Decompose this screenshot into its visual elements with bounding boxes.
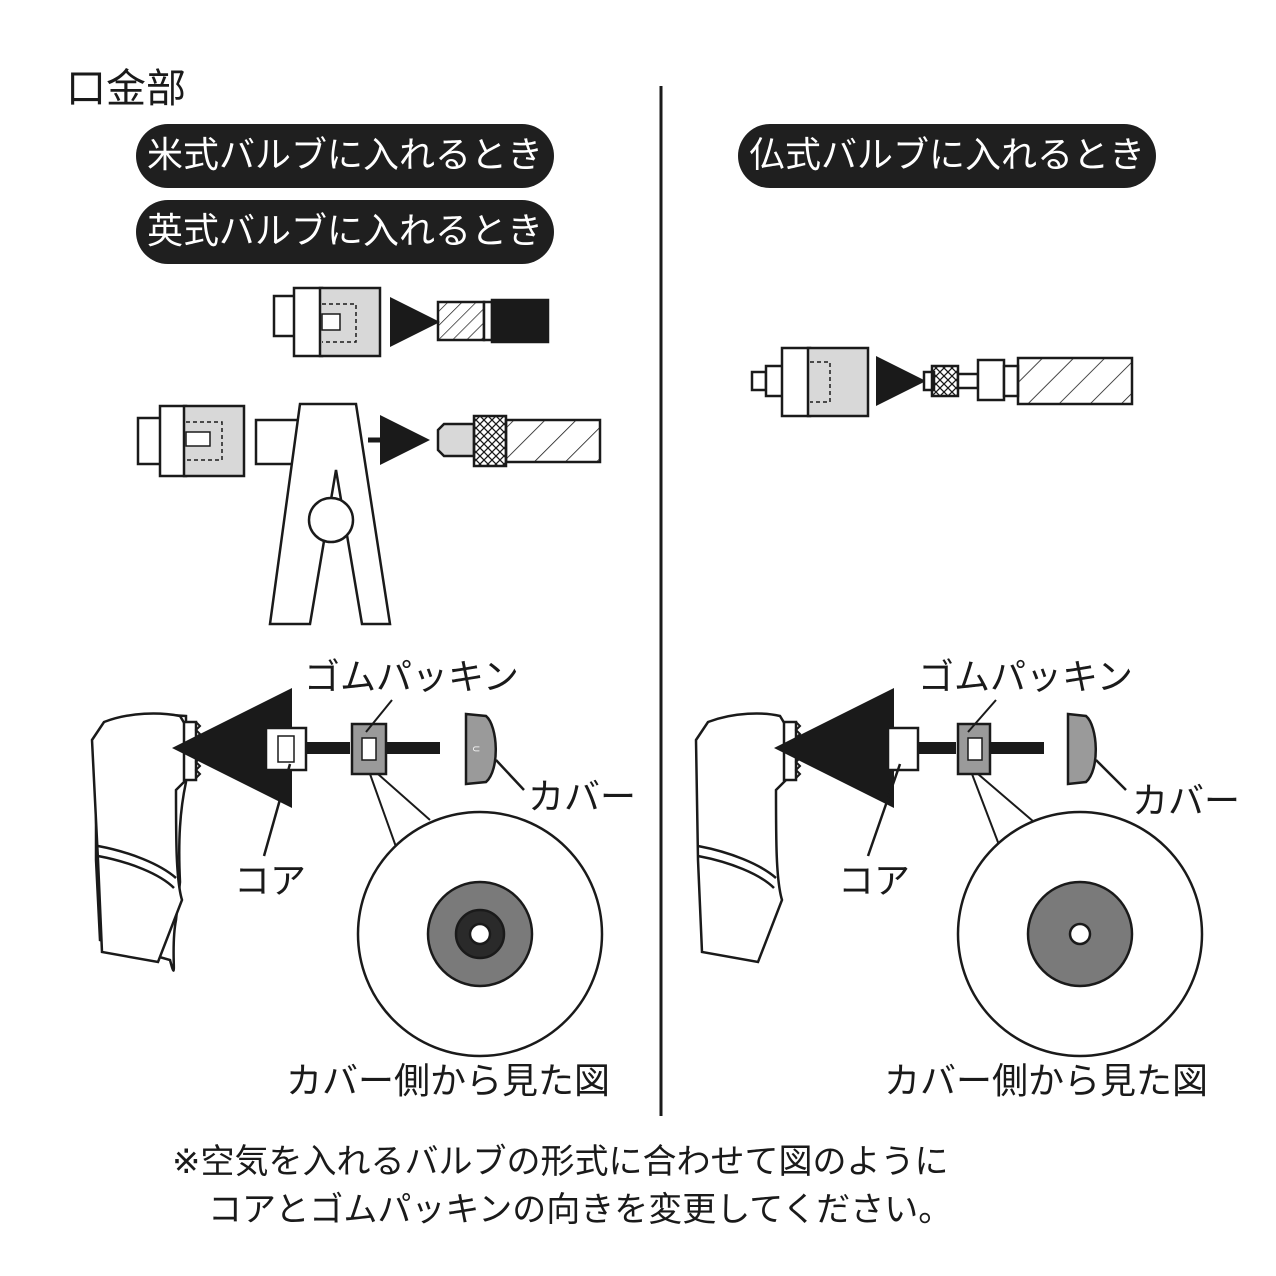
pill-us-valve: 米式バルブに入れるとき xyxy=(136,124,554,188)
label-right-cover: カバー xyxy=(1132,781,1241,822)
fr-adapter-illustration xyxy=(750,346,1134,418)
label-right-packing: ゴムパッキン xyxy=(918,657,1133,698)
label-right-core: コア xyxy=(838,861,911,902)
label-left-core: コア xyxy=(234,861,307,902)
instruction-note-line1: ※空気を入れるバルブの形式に合わせて図のように xyxy=(172,1142,949,1182)
pill-fr-valve: 仏式バルブに入れるとき xyxy=(738,124,1156,188)
pill-uk-valve: 英式バルブに入れるとき xyxy=(136,200,554,264)
left-core-and-packing: ⊂ xyxy=(172,688,604,1058)
label-left-cover: カバー xyxy=(528,777,637,818)
svg-text:⊂: ⊂ xyxy=(472,744,480,755)
right-core-and-packing xyxy=(774,688,1204,1058)
left-head-illustration xyxy=(90,712,202,972)
uk-adapter-illustration xyxy=(136,402,602,626)
instruction-note: ※空気を入れるバルブの形式に合わせて図のように コアとゴムパッキンの向きを変更し… xyxy=(172,1138,952,1234)
us-adapter-illustration xyxy=(272,286,550,358)
section-title: 口金部 xyxy=(66,66,186,112)
label-right-view: カバー側から見た図 xyxy=(884,1061,1209,1102)
instruction-note-line2: コアとゴムパッキンの向きを変更してください。 xyxy=(208,1190,953,1230)
label-left-packing: ゴムパッキン xyxy=(304,657,519,698)
right-head-illustration xyxy=(694,712,802,964)
label-left-view: カバー側から見た図 xyxy=(286,1061,611,1102)
